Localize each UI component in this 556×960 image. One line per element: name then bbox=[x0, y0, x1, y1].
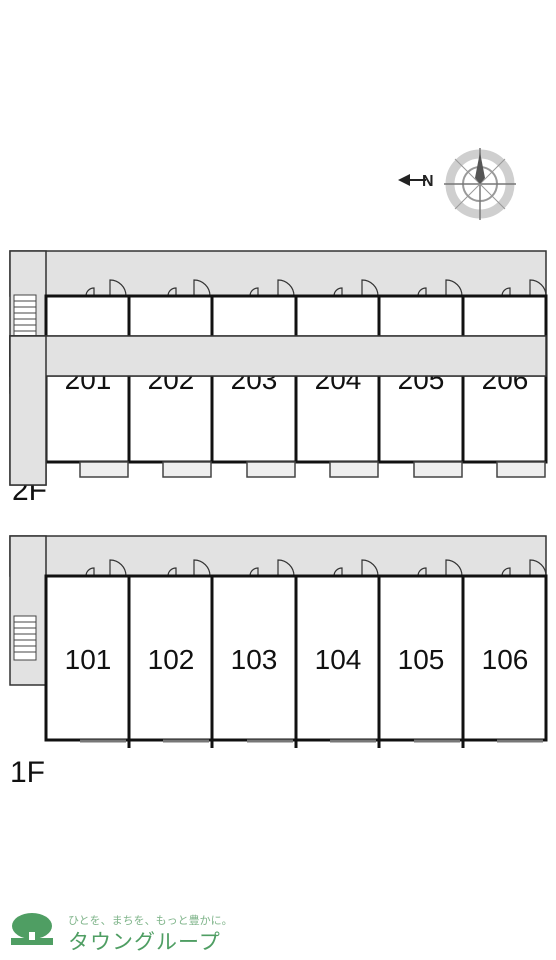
room-105[interactable]: 105 bbox=[398, 644, 445, 675]
compass-north-label: N bbox=[422, 173, 434, 190]
room-101[interactable]: 101 bbox=[65, 644, 112, 675]
floor-1f-detail: 101 102 103 104 105 106 1F bbox=[9, 535, 548, 789]
compass-icon: N bbox=[398, 148, 516, 220]
room-102[interactable]: 102 bbox=[148, 644, 195, 675]
tree-logo-icon bbox=[11, 913, 53, 945]
room-104[interactable]: 104 bbox=[315, 644, 362, 675]
logo-tagline: ひとを、まちを、もっと豊かに。 bbox=[68, 914, 233, 927]
floor-2f: 201 202 203 204 205 206 2F bbox=[9, 250, 548, 507]
town-group-logo: ひとを、まちを、もっと豊かに。 タウングループ bbox=[8, 900, 268, 956]
room-106[interactable]: 106 bbox=[482, 644, 529, 675]
logo-name: タウングループ bbox=[68, 930, 221, 954]
room-103[interactable]: 103 bbox=[231, 644, 278, 675]
floor-label-1f: 1F bbox=[10, 756, 45, 789]
floor-1f-plan bbox=[9, 335, 547, 661]
